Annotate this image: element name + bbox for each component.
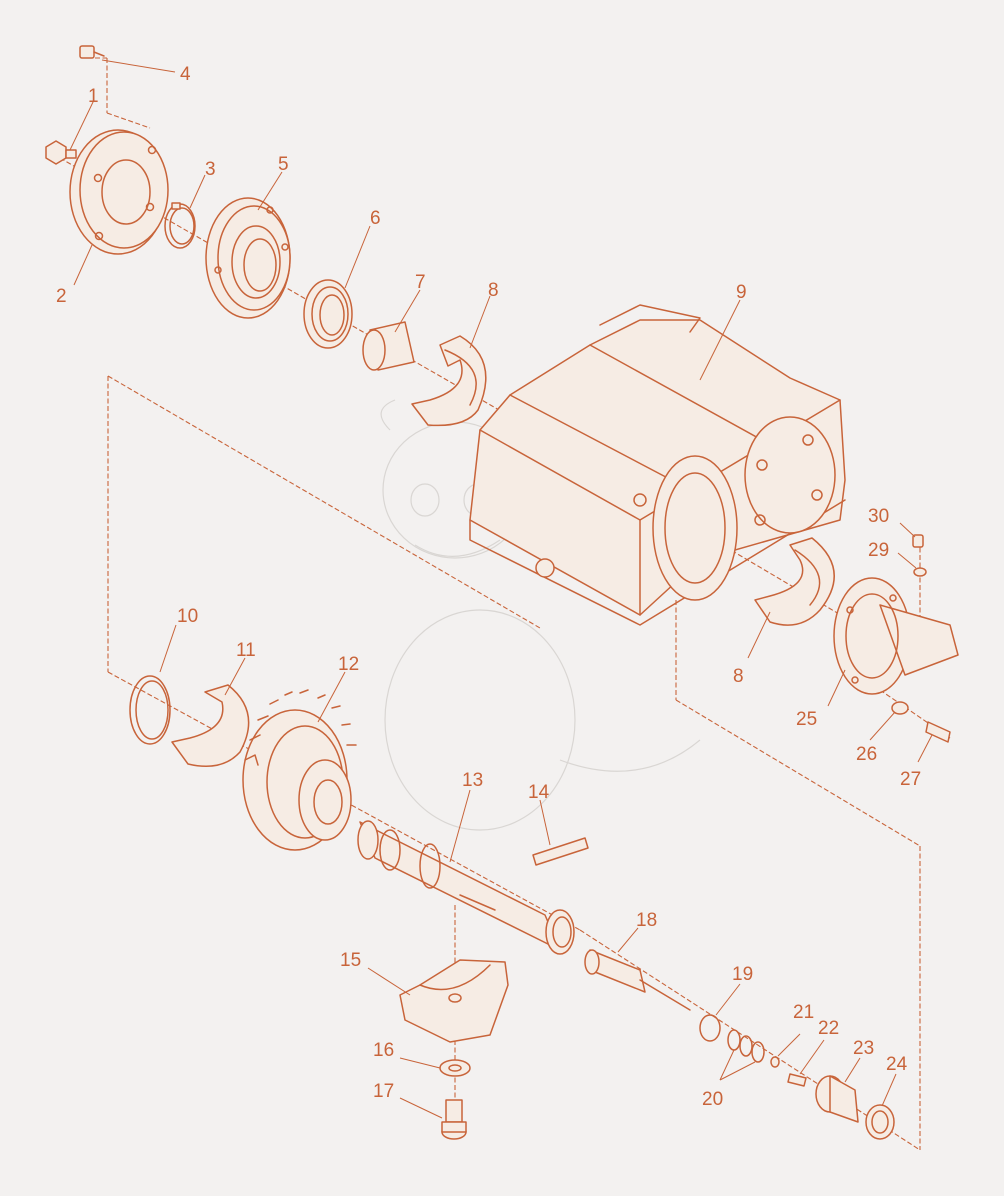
callout-8-upper: 8 — [488, 280, 499, 301]
part-8-half-bearing-upper — [411, 335, 487, 427]
callout-24: 24 — [886, 1054, 908, 1075]
part-1-hex-bolt — [45, 140, 77, 165]
callout-10: 10 — [177, 606, 198, 627]
callout-22: 22 — [818, 1018, 839, 1039]
part-10-ring — [129, 675, 171, 745]
callout-19: 19 — [732, 964, 753, 985]
part-29-washer — [913, 567, 927, 577]
part-30-screw — [912, 534, 924, 548]
callout-4: 4 — [180, 64, 191, 85]
part-15-saddle-block — [399, 959, 509, 1043]
callout-26: 26 — [856, 744, 877, 765]
callout-11: 11 — [236, 640, 256, 661]
callout-9: 9 — [736, 282, 747, 303]
part-3-retaining-ring — [164, 202, 196, 249]
part-22-screw — [787, 1073, 807, 1087]
part-16-washer — [439, 1059, 471, 1077]
part-6-seal — [303, 279, 353, 349]
callout-14: 14 — [528, 782, 550, 803]
callout-7: 7 — [415, 272, 426, 293]
callout-13: 13 — [462, 770, 483, 791]
callout-27: 27 — [900, 769, 921, 790]
callout-25: 25 — [796, 709, 817, 730]
part-26-washer — [891, 701, 909, 715]
callout-17: 17 — [373, 1081, 394, 1102]
callout-15: 15 — [340, 950, 361, 971]
callout-23: 23 — [853, 1038, 874, 1059]
callout-20: 20 — [702, 1089, 723, 1110]
part-27-bolt — [925, 721, 951, 743]
callout-6: 6 — [370, 208, 381, 229]
part-12-gear — [242, 689, 357, 851]
callout-18: 18 — [636, 910, 657, 931]
callout-30: 30 — [868, 506, 889, 527]
part-24-ring — [865, 1104, 895, 1140]
callout-29: 29 — [868, 540, 889, 561]
part-4-bolt — [79, 45, 105, 59]
callout-16: 16 — [373, 1040, 394, 1061]
callout-1: 1 — [88, 86, 99, 107]
part-23-bushing — [815, 1075, 859, 1123]
part-17-socket-bolt — [441, 1099, 467, 1140]
part-8-half-bearing-lower — [754, 537, 835, 626]
callout-3: 3 — [205, 159, 216, 180]
part-7-sleeve — [362, 321, 415, 371]
part-5-bearing-retainer — [205, 197, 291, 319]
callout-2: 2 — [56, 286, 67, 307]
part-2-end-cap — [69, 129, 169, 255]
callout-12: 12 — [338, 654, 359, 675]
part-13-shaft — [357, 820, 575, 955]
callout-5: 5 — [278, 154, 289, 175]
callout-21: 21 — [793, 1002, 814, 1023]
callout-8-lower: 8 — [733, 666, 744, 687]
part-14-pin — [532, 837, 589, 866]
part-18-shaft-sleeve — [584, 949, 691, 1011]
part-19-clip — [699, 1014, 721, 1042]
part-11-half-bearing — [171, 684, 250, 767]
assembly-lines — [59, 57, 951, 1151]
part-25-output-flange — [833, 577, 959, 695]
part-9-housing — [469, 304, 846, 626]
callout-labels: 1 2 3 4 5 6 7 8 8 9 10 11 12 13 14 15 16… — [56, 64, 921, 1110]
leader-lines — [69, 59, 933, 1119]
part-21-washer — [770, 1056, 780, 1068]
